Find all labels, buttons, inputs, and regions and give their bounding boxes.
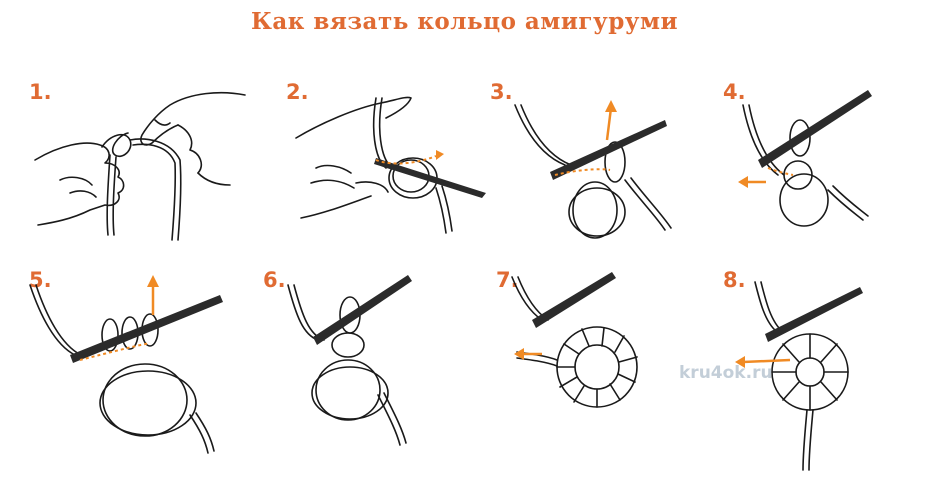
step-illustration-6 (287, 275, 458, 450)
step-number-8: 8. (723, 268, 746, 292)
watermark: kru4ok.ru (679, 363, 773, 383)
step-number-2: 2. (286, 80, 309, 104)
step-illustration-7 (511, 272, 672, 417)
step-illustration-3 (514, 100, 675, 240)
step-number-4: 4. (723, 80, 746, 104)
step-illustration-1 (30, 85, 250, 245)
page-title: Как вязать кольцо амигуруми (250, 8, 679, 35)
step-illustration-4 (738, 90, 888, 230)
step-number-1: 1. (29, 80, 52, 104)
step-number-5: 5. (29, 268, 52, 292)
step-number-3: 3. (490, 80, 513, 104)
step-illustration-5 (29, 275, 240, 455)
step-illustration-2 (295, 88, 496, 238)
step-illustration-8 (735, 281, 875, 472)
step-number-6: 6. (263, 268, 286, 292)
step-number-7: 7. (496, 268, 519, 292)
